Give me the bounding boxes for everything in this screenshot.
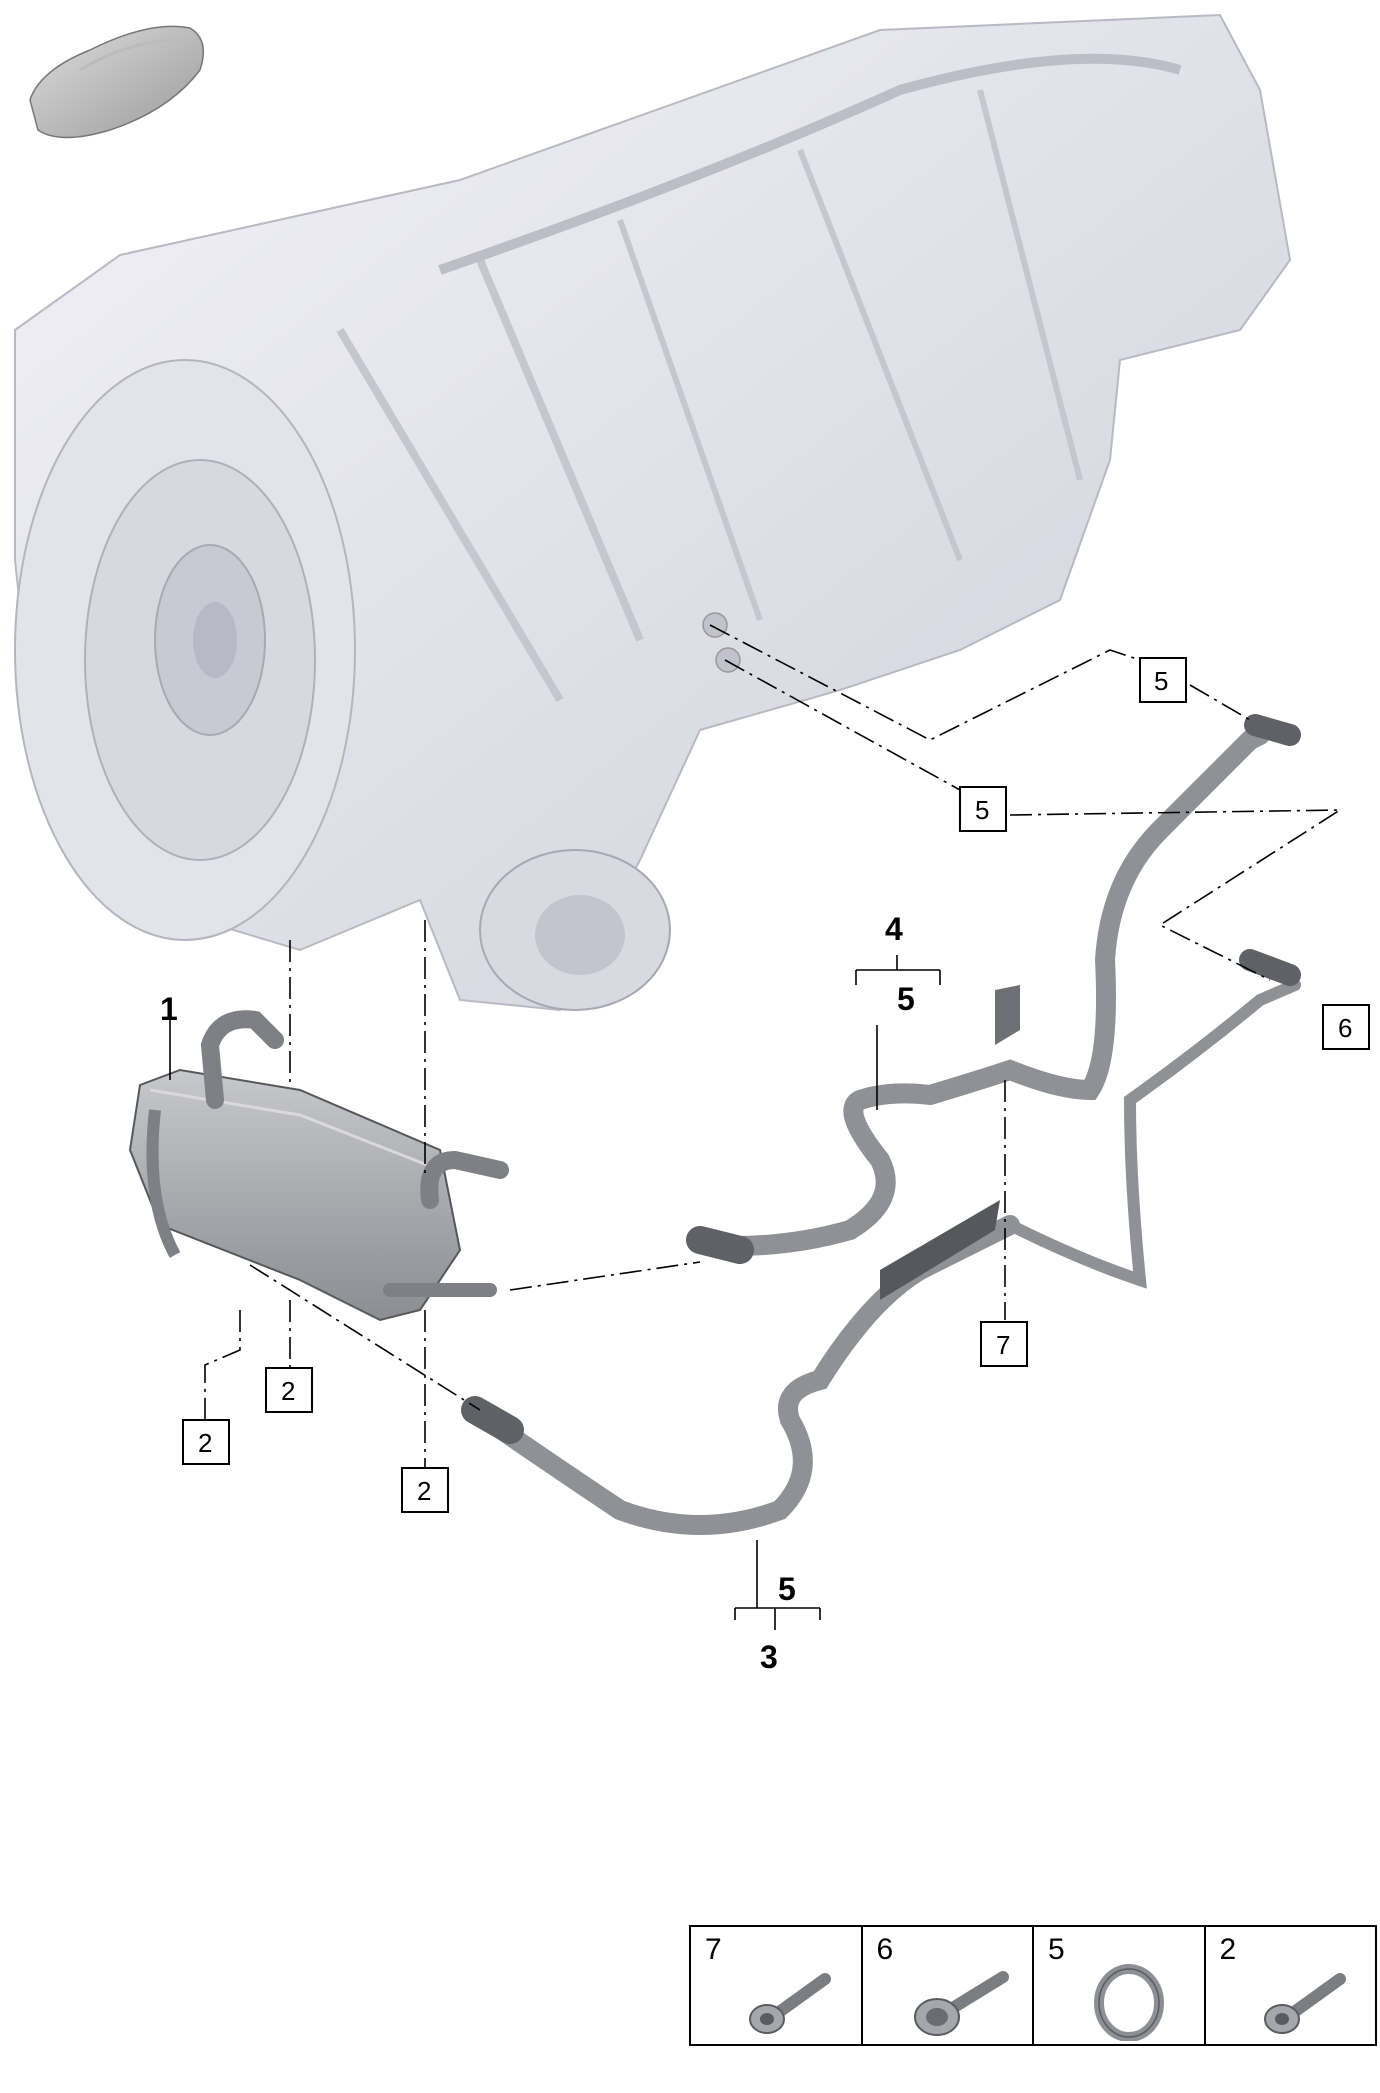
label-part-3: 3 bbox=[760, 1639, 778, 1675]
parts-legend-table: 7 6 5 2 bbox=[689, 1925, 1377, 2046]
parts-legend-cell: 6 bbox=[863, 1927, 1034, 2044]
svg-text:2: 2 bbox=[417, 1476, 431, 1506]
feed-line bbox=[686, 714, 1301, 1264]
part-number: 6 bbox=[876, 1933, 894, 1966]
label-part-1: 1 bbox=[160, 991, 178, 1027]
callout-2-b: 2 bbox=[182, 1419, 230, 1465]
parts-legend-cell: 7 bbox=[691, 1927, 863, 2044]
bolt-icon bbox=[749, 1973, 831, 2034]
callout-5-mid: 5 bbox=[959, 786, 1007, 832]
callout-2-a: 2 bbox=[265, 1367, 313, 1413]
bolt-icon bbox=[1263, 1973, 1346, 2034]
svg-text:6: 6 bbox=[1338, 1013, 1352, 1043]
parts-legend-cell: 2 bbox=[1206, 1927, 1376, 2044]
callout-5-top: 5 bbox=[1139, 657, 1187, 703]
label-part-4: 4 bbox=[885, 911, 903, 947]
transmission-housing bbox=[14, 13, 1292, 1012]
leader-lines bbox=[169, 624, 1343, 1630]
part-number: 2 bbox=[1219, 1933, 1237, 1966]
seal-ring-icon bbox=[1094, 1964, 1164, 2041]
flanged-bolt-icon bbox=[913, 1971, 1009, 2036]
svg-text:2: 2 bbox=[281, 1376, 295, 1406]
part-number: 7 bbox=[705, 1933, 722, 1966]
vehicle-thumbnail-icon bbox=[29, 25, 205, 139]
parts-legend-cell: 5 bbox=[1034, 1927, 1206, 2044]
oil-cooler bbox=[128, 1010, 509, 1322]
callout-6: 6 bbox=[1322, 1004, 1370, 1050]
svg-text:7: 7 bbox=[996, 1330, 1010, 1360]
label-part-3-sub: 5 bbox=[778, 1571, 796, 1607]
svg-text:5: 5 bbox=[975, 795, 989, 825]
svg-text:2: 2 bbox=[198, 1428, 212, 1458]
callout-7: 7 bbox=[980, 1321, 1028, 1367]
svg-text:5: 5 bbox=[1154, 666, 1168, 696]
part-number: 5 bbox=[1048, 1933, 1065, 1966]
return-line bbox=[461, 979, 1301, 1535]
callout-2-c: 2 bbox=[401, 1467, 449, 1513]
label-part-4-sub: 5 bbox=[897, 981, 915, 1017]
